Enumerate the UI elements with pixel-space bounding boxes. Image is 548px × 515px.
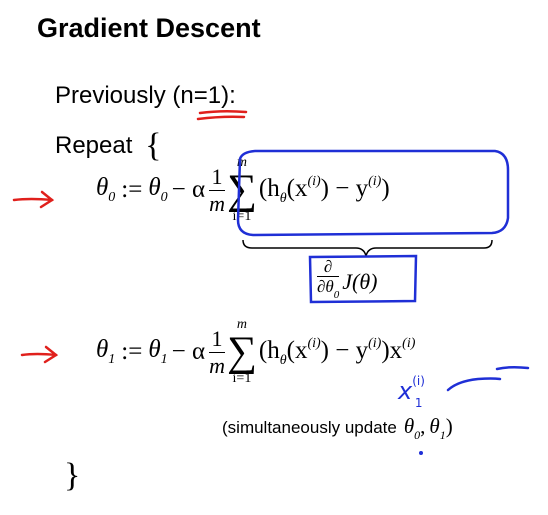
blue-highlight-box — [236, 149, 510, 237]
underbrace — [242, 239, 493, 257]
eq1-lhs: θ1 — [96, 336, 116, 367]
theta1-update-equation: θ1 := θ1 − α 1 m m ∑ i=1 (hθ(x(i)) − y(i… — [96, 312, 415, 392]
red-underline — [196, 109, 248, 121]
note-comma: , — [420, 414, 426, 438]
blue-dot — [419, 451, 423, 455]
eq0-assign: := — [121, 176, 143, 203]
handwritten-x-label: x(i)1 — [398, 374, 425, 410]
slide-title: Gradient Descent — [37, 13, 261, 43]
repeat-text: Repeat — [55, 132, 133, 159]
blue-derivative-box — [308, 254, 418, 304]
red-arrow-icon — [12, 190, 55, 209]
eq1-fraction: 1 m — [209, 325, 225, 378]
blue-underline — [495, 365, 530, 371]
previously-label: Previously (n=1): — [55, 82, 236, 109]
eq1-theta: θ1 — [148, 336, 168, 367]
eq1-summation: m ∑ i=1 — [226, 317, 257, 386]
eq0-theta: θ0 — [148, 174, 168, 205]
partial-fraction: ∂ ∂θ0 — [317, 258, 340, 305]
eq1-summand: (hθ(x(i)) − y(i))x(i) — [258, 335, 416, 368]
eq0-minus-alpha: − α — [171, 176, 206, 203]
note-close: ) — [445, 414, 453, 438]
cost-function: J(θ) — [342, 268, 378, 294]
red-arrow-icon — [20, 345, 59, 364]
open-brace: { — [145, 127, 162, 164]
eq0-fraction: 1 m — [209, 163, 225, 216]
blue-swoosh — [446, 377, 502, 392]
partial-derivative-label: ∂ ∂θ0 J(θ) — [317, 258, 378, 305]
theta0-update-equation: θ0 := θ0 − α 1 m m ∑ i=1 (hθ(x(i)) − y(i… — [96, 150, 390, 230]
note-theta1: θ1 — [429, 414, 446, 442]
note-theta0: θ0 — [403, 414, 421, 442]
close-brace: } — [64, 457, 81, 494]
note-text: (simultaneously update — [222, 418, 397, 437]
simultaneous-update-note: (simultaneously update θ0 , θ1 ) — [222, 414, 453, 443]
eq0-summand: (hθ(x(i)) − y(i)) — [258, 173, 390, 206]
eq1-minus-alpha: − α — [171, 338, 206, 365]
eq0-lhs: θ0 — [96, 174, 116, 205]
repeat-label: Repeat { — [55, 127, 161, 165]
eq1-assign: := — [121, 338, 143, 365]
